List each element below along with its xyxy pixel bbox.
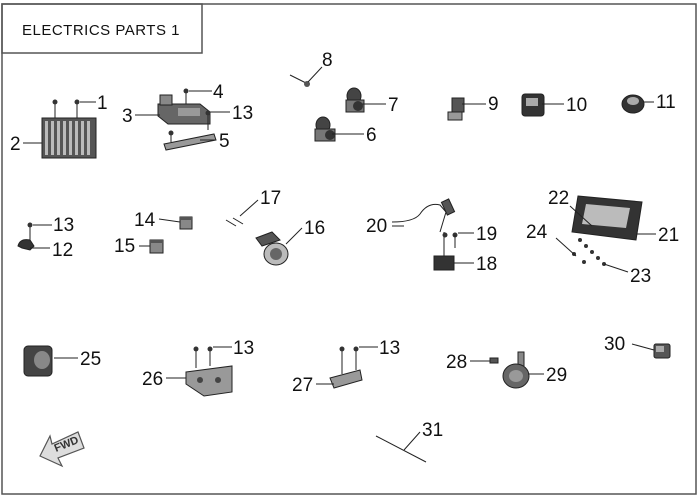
diagram-title: ELECTRICS PARTS 1 xyxy=(22,22,180,39)
callout-14: 14 xyxy=(134,210,156,231)
part-27-bracket xyxy=(329,369,363,389)
callout-24: 24 xyxy=(526,222,548,243)
callout-5: 5 xyxy=(219,131,230,152)
callout-15: 15 xyxy=(114,236,135,257)
callout-2: 2 xyxy=(10,134,21,155)
callout-16: 16 xyxy=(304,218,325,239)
callout-labels: 1 2 3 4 5 6 7 8 9 10 11 12 13 13 13 13 1… xyxy=(10,50,679,441)
part-31-cable xyxy=(375,435,427,463)
callout-18: 18 xyxy=(476,254,497,275)
callout-22: 22 xyxy=(548,188,569,209)
callout-8: 8 xyxy=(322,50,333,71)
part-12-clamp xyxy=(17,239,35,251)
part-9-connector xyxy=(447,97,465,121)
part-13-screw-a xyxy=(168,110,211,142)
callout-30: 30 xyxy=(604,334,625,355)
part-16-motor xyxy=(255,231,289,266)
callout-25: 25 xyxy=(80,349,101,370)
diagram-frame xyxy=(1,3,697,495)
callout-12: 12 xyxy=(52,240,73,261)
callout-26: 26 xyxy=(142,369,163,390)
callout-3: 3 xyxy=(122,106,133,127)
part-13-screw-c xyxy=(193,346,213,368)
part-5-bracket xyxy=(163,133,217,151)
callout-17: 17 xyxy=(260,188,281,209)
part-11-coil xyxy=(621,94,645,114)
part-30-relay xyxy=(653,343,671,359)
leader-lines xyxy=(23,66,656,451)
title-box xyxy=(1,3,203,54)
callout-11: 11 xyxy=(656,92,676,113)
callout-23: 23 xyxy=(630,266,651,287)
callout-4: 4 xyxy=(213,82,224,103)
part-29-horn xyxy=(502,351,530,389)
part-3-ecu xyxy=(157,94,211,125)
callout-21: 21 xyxy=(658,225,679,246)
part-25-throttle xyxy=(23,345,53,377)
part-17-pins xyxy=(225,217,244,227)
part-6-switch xyxy=(314,116,336,142)
callout-29: 29 xyxy=(546,365,567,386)
callout-13-a: 13 xyxy=(232,103,253,124)
callout-13-c: 13 xyxy=(233,338,254,359)
callout-7: 7 xyxy=(388,95,399,116)
part-2-regulator xyxy=(41,117,97,159)
part-14-relay xyxy=(179,216,193,230)
part-8-sensor xyxy=(289,74,310,87)
callout-27: 27 xyxy=(292,375,313,396)
part-28-bolt xyxy=(489,357,499,364)
callout-6: 6 xyxy=(366,125,377,146)
callout-31: 31 xyxy=(422,420,443,441)
part-13-screw-b xyxy=(27,222,33,240)
callout-19: 19 xyxy=(476,224,497,245)
forward-arrow: FWD xyxy=(39,431,85,468)
part-20-wire xyxy=(391,198,456,233)
part-19-bolts xyxy=(442,232,458,248)
callout-13-d: 13 xyxy=(379,338,400,359)
part-13-screw-d xyxy=(339,346,359,374)
part-21-display xyxy=(571,195,643,241)
part-18-sensor xyxy=(433,232,455,271)
callout-10: 10 xyxy=(566,95,587,116)
part-26-bracket xyxy=(185,365,233,397)
callout-28: 28 xyxy=(446,352,467,373)
part-15-relay xyxy=(149,239,164,254)
callout-13-b: 13 xyxy=(53,215,74,236)
part-10-relay xyxy=(521,93,545,117)
part-22-23-24-screws xyxy=(572,238,606,266)
callout-1: 1 xyxy=(97,93,108,114)
callout-20: 20 xyxy=(366,216,387,237)
part-4-screw xyxy=(183,88,189,104)
part-1-screws xyxy=(52,99,80,118)
callout-9: 9 xyxy=(488,94,499,115)
part-7-switch xyxy=(345,87,365,113)
